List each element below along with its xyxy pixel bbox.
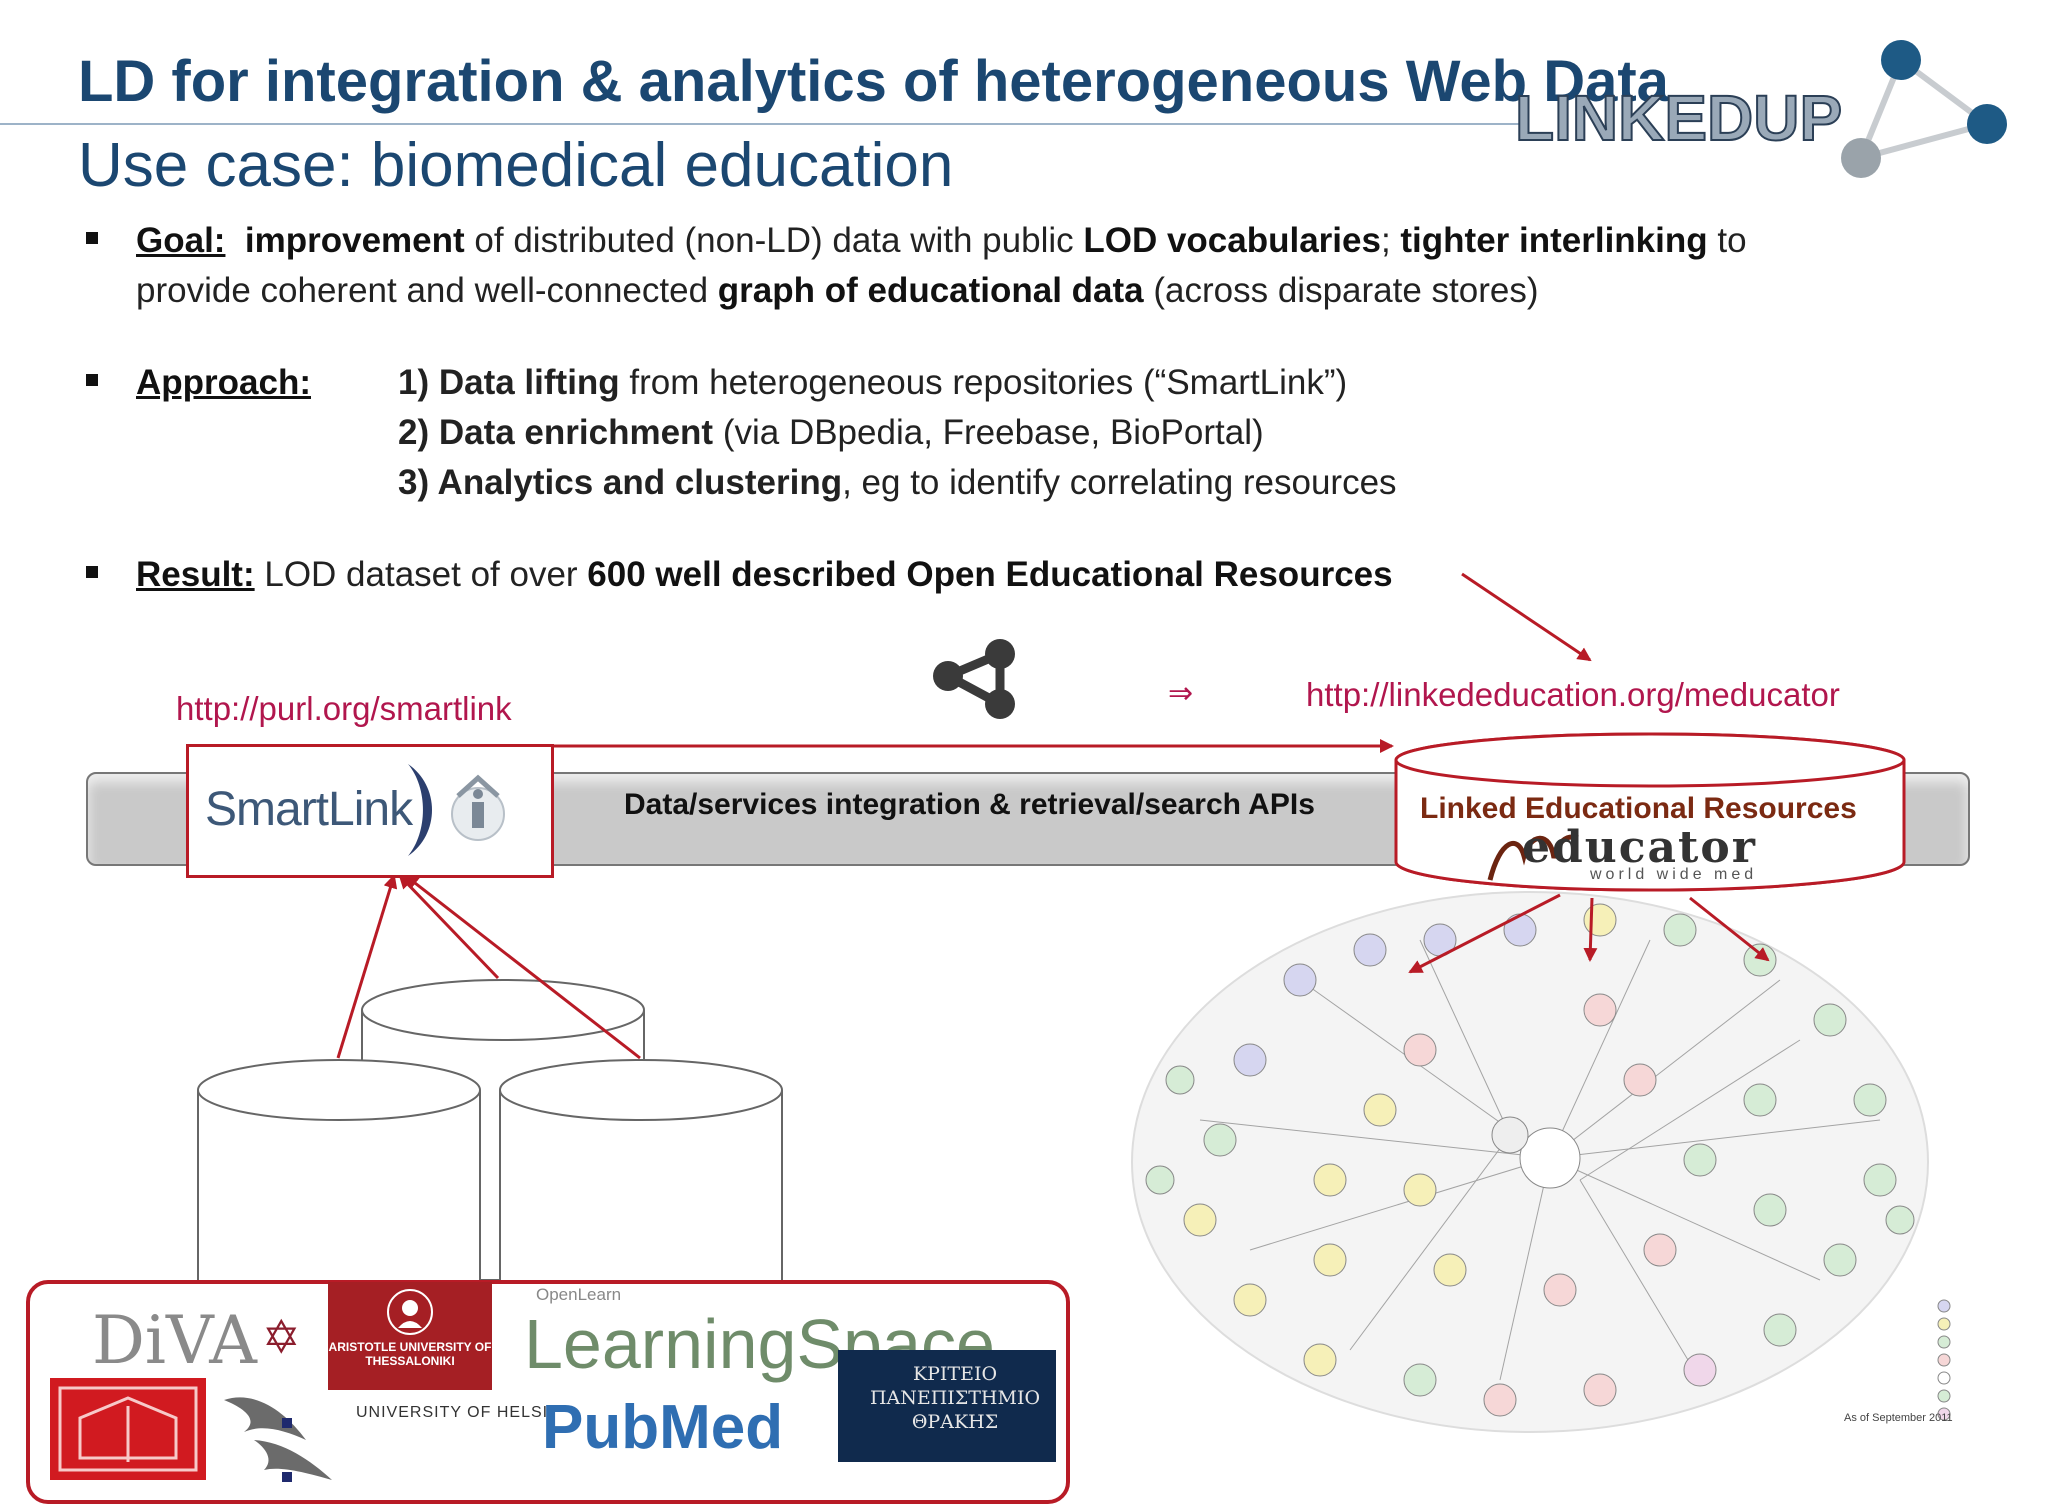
result-line: Result: LOD dataset of over 600 well des… — [136, 550, 1393, 600]
goal-line-2: provide coherent and well-connected grap… — [136, 266, 1539, 316]
helsinki-logo: UNIVERSITY OF HELSI — [356, 1404, 549, 1421]
slide-title: LD for integration & analytics of hetero… — [78, 49, 1669, 114]
thrace-university-name: ΚΡΙΤΕΙΟ ΠΑΝΕΠΙΣΤΗΜΙΟ ΘΡΑΚΗΣ — [869, 1363, 1041, 1433]
step-text: from heterogeneous repositories (“SmartL… — [619, 363, 1348, 402]
goal-label: Goal: — [136, 221, 226, 260]
linkedup-logo: LINKEDUP — [1514, 30, 2020, 190]
goal-text: provide coherent and well-connected — [136, 271, 718, 310]
smartlink-url[interactable]: http://purl.org/smartlink — [176, 690, 512, 727]
goal-text: LOD vocabularies — [1083, 221, 1381, 260]
bullet-marker — [86, 232, 98, 244]
lod-cloud-caption: As of September 2011 — [1844, 1412, 1953, 1424]
goal-line-1: Goal: improvement of distributed (non-LD… — [136, 216, 1747, 266]
lod-legend — [1937, 1299, 1951, 1421]
aristotle-seal-icon — [387, 1289, 433, 1335]
step-bold: 3) Analytics and clustering — [398, 463, 843, 502]
link-arrow — [1689, 896, 1770, 962]
goal-text: of distributed (non-LD) data with public — [464, 221, 1084, 260]
linkedup-wordmark: LINKEDUP — [1515, 82, 1842, 154]
header-divider — [0, 123, 1525, 125]
slide-subtitle: Use case: biomedical education — [78, 131, 954, 200]
lod-cloud-diagram — [1131, 891, 1951, 1433]
result-text: LOD dataset of over — [254, 555, 588, 594]
openlearn-logo: OpenLearn — [536, 1285, 622, 1304]
approach-step-2: 2) Data enrichment (via DBpedia, Freebas… — [398, 408, 1264, 458]
goal-text: ; — [1380, 221, 1401, 260]
result-label: Result: — [136, 555, 255, 594]
database-cylinder — [197, 1059, 481, 1283]
lift-arrow — [404, 874, 641, 1060]
helsinki-flame-icon — [224, 1397, 332, 1482]
smartlink-logo: SmartLink — [205, 783, 413, 836]
diva-star-icon: ✡ — [262, 1311, 301, 1363]
goal-text: (across disparate stores) — [1143, 271, 1539, 310]
lift-arrow — [336, 874, 398, 1059]
goal-text: to — [1707, 221, 1747, 260]
result-arrow — [1461, 572, 1592, 662]
database-cylinder — [499, 1059, 783, 1283]
share-graph-icon — [933, 639, 1015, 719]
goal-text: tighter interlinking — [1400, 221, 1708, 260]
approach-label-line: Approach: — [136, 358, 311, 408]
aristotle-university-logo — [328, 1282, 492, 1390]
university-crest-logo — [50, 1378, 206, 1480]
meducator-m-glyph — [1487, 834, 1579, 881]
diva-logo: DiVA — [92, 1302, 257, 1379]
step-text: , eg to identify correlating resources — [842, 463, 1397, 502]
pubmed-logo: PubMed — [542, 1393, 784, 1462]
bullet-marker — [86, 566, 98, 578]
aristotle-university-name: ARISTOTLE UNIVERSITY OF THESSALONIKI — [328, 1340, 492, 1368]
step-bold: 2) Data enrichment — [398, 413, 714, 452]
implies-arrow: ⇒ — [1168, 677, 1194, 710]
meducator-url[interactable]: http://linkededucation.org/meducator — [1306, 676, 1840, 713]
approach-step-3: 3) Analytics and clustering, eg to ident… — [398, 458, 1397, 508]
meducator-wordmark: educator — [1522, 822, 1757, 873]
meducator-tagline: world wide med — [1590, 866, 1758, 883]
approach-label: Approach: — [136, 363, 311, 402]
crest-icon — [58, 1386, 198, 1472]
result-text: 600 well described Open Educational Reso… — [587, 555, 1393, 594]
meducator-title: Linked Educational Resources — [1420, 792, 1857, 825]
lift-arrow — [398, 874, 500, 980]
smartlink-chevron-icon — [408, 764, 505, 856]
approach-step-1: 1) Data lifting from heterogeneous repos… — [398, 358, 1347, 408]
linkedup-network-icon: LINKEDUP — [1514, 40, 2007, 178]
link-arrow — [1583, 897, 1598, 962]
step-text: (via DBpedia, Freebase, BioPortal) — [713, 413, 1264, 452]
thrace-university-logo — [838, 1350, 1056, 1462]
goal-text: improvement — [244, 221, 465, 260]
integration-bar-label: Data/services integration & retrieval/se… — [624, 788, 1315, 821]
bullet-marker — [86, 374, 98, 386]
step-bold: 1) Data lifting — [398, 363, 620, 402]
meducator-cylinder-front — [1394, 732, 1906, 892]
goal-text: graph of educational data — [717, 271, 1144, 310]
link-arrow — [1408, 893, 1561, 974]
